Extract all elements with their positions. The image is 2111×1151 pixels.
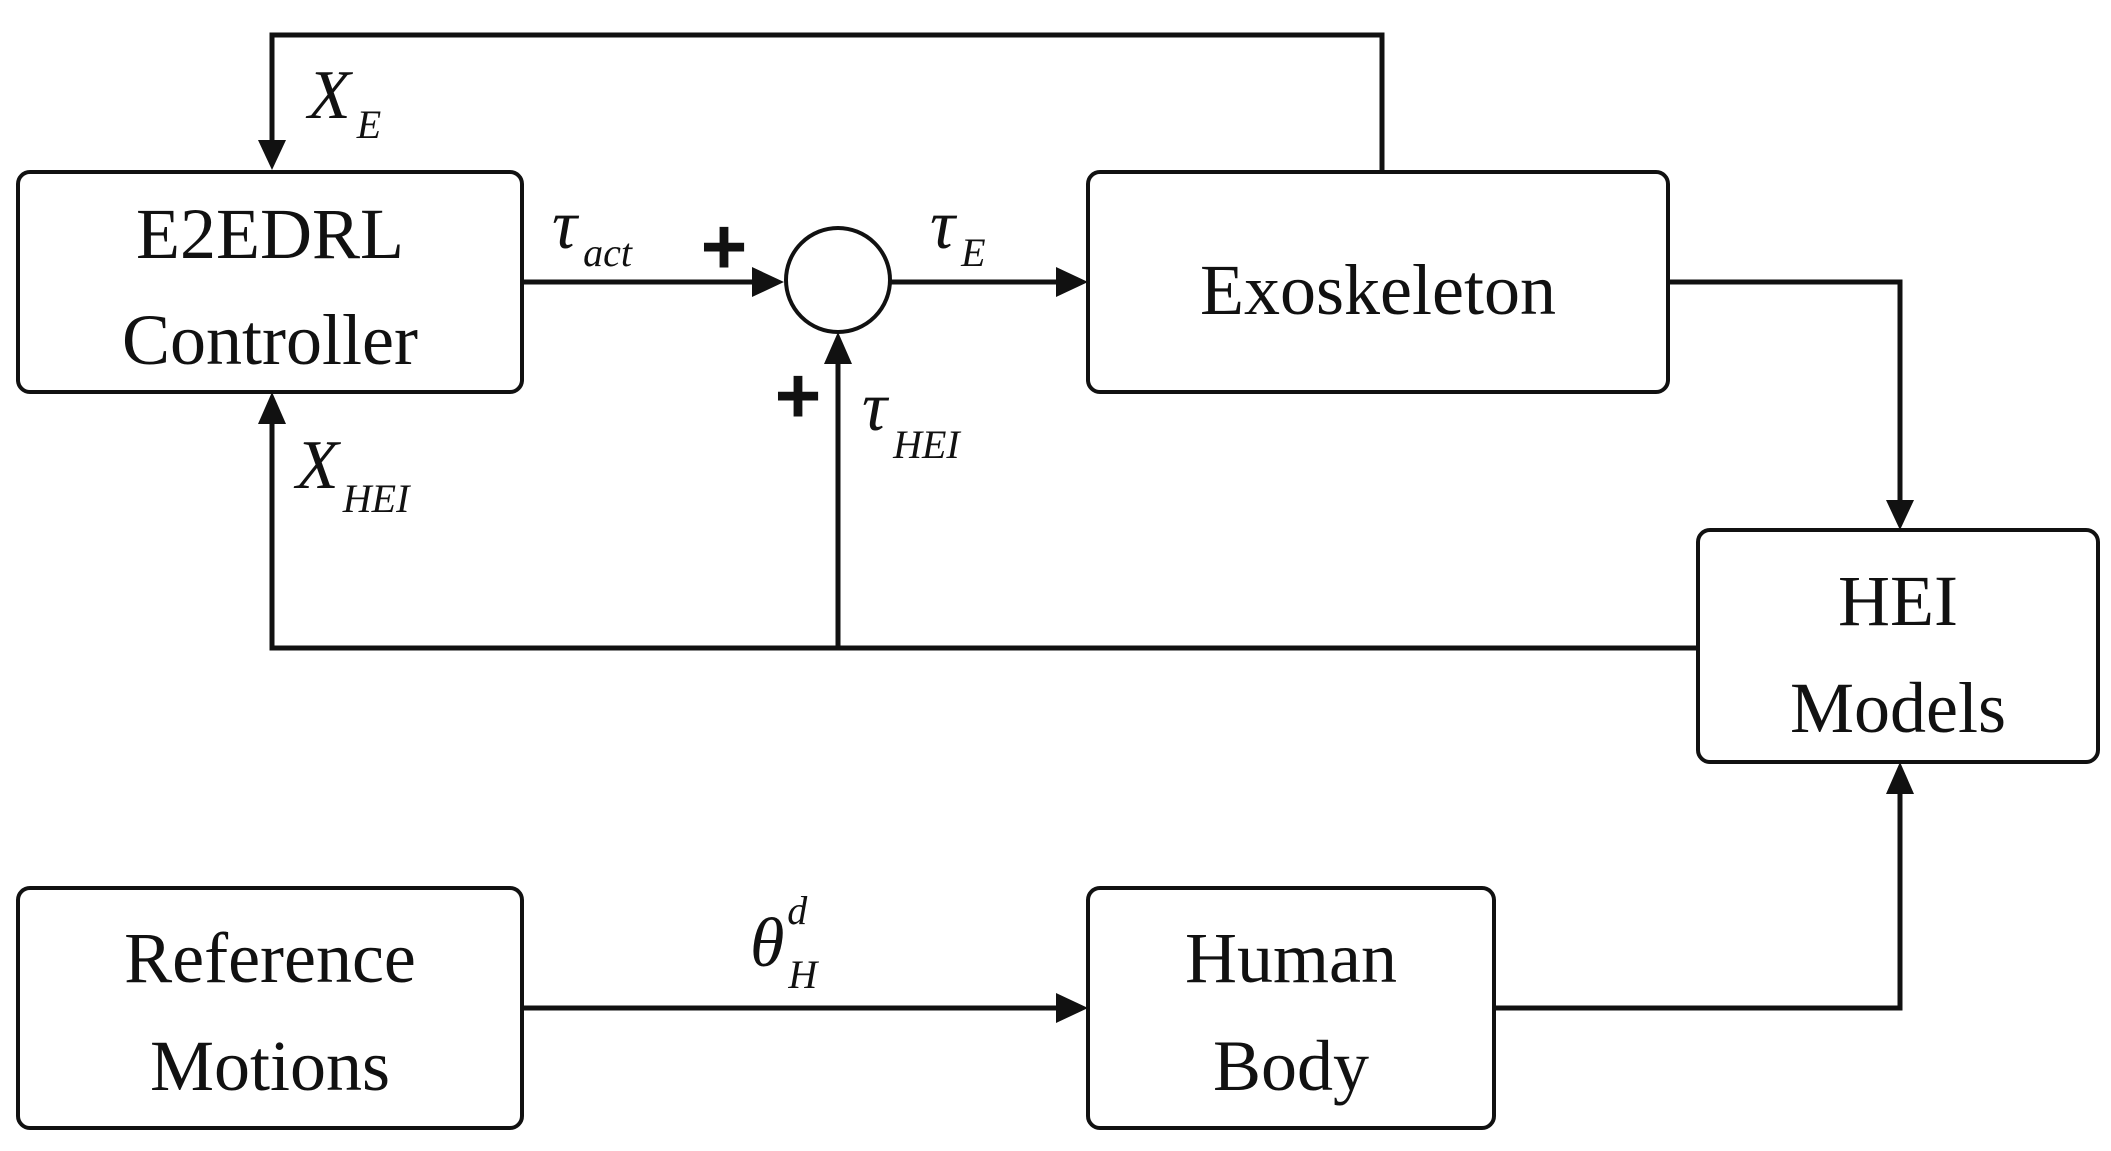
hei-models-block: HEI Models xyxy=(1696,528,2100,764)
plus-sign-top: + xyxy=(701,202,748,291)
reference-motions-label-line2: Motions xyxy=(150,1026,390,1106)
controller-label-line1: E2EDRL xyxy=(136,194,404,274)
arrowhead-hei-bottom xyxy=(1886,762,1914,794)
exoskeleton-to-hei-line xyxy=(1668,279,1903,500)
feedback-x-e-line xyxy=(269,32,1385,172)
reference-motions-block: Reference Motions xyxy=(16,886,524,1130)
exoskeleton-block: Exoskeleton xyxy=(1086,170,1670,394)
arrowhead-theta xyxy=(1056,993,1088,1023)
human-body-label-line1: Human xyxy=(1185,918,1397,998)
arrowhead-tau-hei xyxy=(824,332,852,364)
human-body-block: Human Body xyxy=(1086,886,1496,1130)
reference-motions-label-line1: Reference xyxy=(124,918,416,998)
summing-junction xyxy=(784,226,892,334)
controller-block: E2EDRL Controller xyxy=(16,170,524,394)
hei-models-label-line1: HEI xyxy=(1838,561,1958,641)
arrowhead-tau-act xyxy=(752,267,784,297)
exoskeleton-label: Exoskeleton xyxy=(1200,250,1556,330)
human-body-to-hei-line xyxy=(1494,794,1903,1011)
controller-label-line2: Controller xyxy=(122,300,418,380)
arrowhead-tau-e xyxy=(1056,267,1088,297)
arrowhead-x-e xyxy=(258,140,286,170)
human-body-label-line2: Body xyxy=(1213,1026,1369,1106)
feedback-x-hei-line xyxy=(269,422,1698,651)
arrowhead-x-hei xyxy=(258,392,286,424)
hei-models-label-line2: Models xyxy=(1790,668,2006,748)
plus-sign-bottom: + xyxy=(775,351,822,440)
arrowhead-hei-top xyxy=(1886,500,1914,530)
